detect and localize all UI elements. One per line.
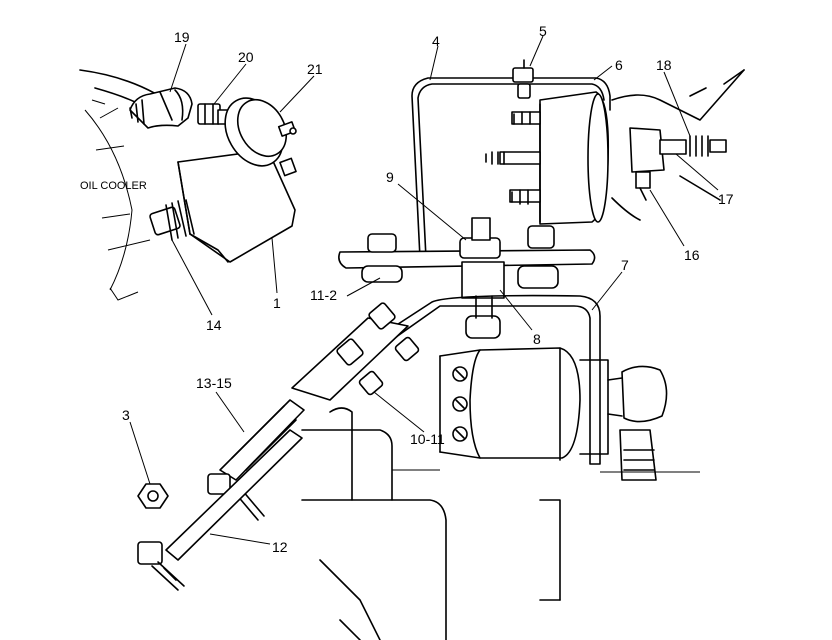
elbow-hose-19 [129, 87, 193, 129]
arm-bracket [291, 302, 420, 401]
screw-5 [512, 59, 534, 99]
sensor-21 [224, 97, 297, 177]
callout-7: 7 [621, 257, 629, 273]
callout-17: 17 [718, 191, 734, 207]
callout-1: 1 [273, 295, 281, 311]
callout-8: 8 [533, 331, 541, 347]
strap-12 [137, 429, 303, 591]
callout-5: 5 [539, 23, 547, 39]
right-fitting [607, 365, 668, 481]
bracket-4 [411, 77, 611, 259]
relay-body [485, 91, 610, 225]
fitting-14 [149, 199, 195, 241]
oil-cooler-label: OIL COOLER [80, 180, 147, 192]
callout-16: 16 [684, 247, 700, 263]
sender-housing [177, 149, 296, 263]
leader-lines [129, 35, 719, 545]
callout-19: 19 [174, 29, 190, 45]
engine-outline [301, 407, 700, 640]
nut-3 [137, 483, 169, 509]
strap-13-15 [207, 399, 305, 521]
callout-10-11: 10-11 [410, 431, 445, 447]
mounting-plate [338, 217, 596, 339]
callout-3: 3 [122, 407, 130, 423]
callout-18: 18 [656, 57, 672, 73]
callout-11-2: 11-2 [310, 287, 337, 303]
callout-4: 4 [432, 33, 440, 49]
motor-body [439, 347, 609, 461]
callout-labels: 1 3 4 5 6 7 8 9 10-11 11-2 12 13-15 14 1… [122, 23, 734, 555]
callout-6: 6 [615, 57, 623, 73]
bracket-7 [299, 294, 601, 465]
callout-14: 14 [206, 317, 222, 333]
callout-9: 9 [386, 169, 394, 185]
callout-21: 21 [307, 61, 323, 77]
callout-12: 12 [272, 539, 288, 555]
callout-13-15: 13-15 [196, 375, 232, 391]
callout-20: 20 [238, 49, 254, 65]
sensor-16-18 [611, 69, 745, 221]
